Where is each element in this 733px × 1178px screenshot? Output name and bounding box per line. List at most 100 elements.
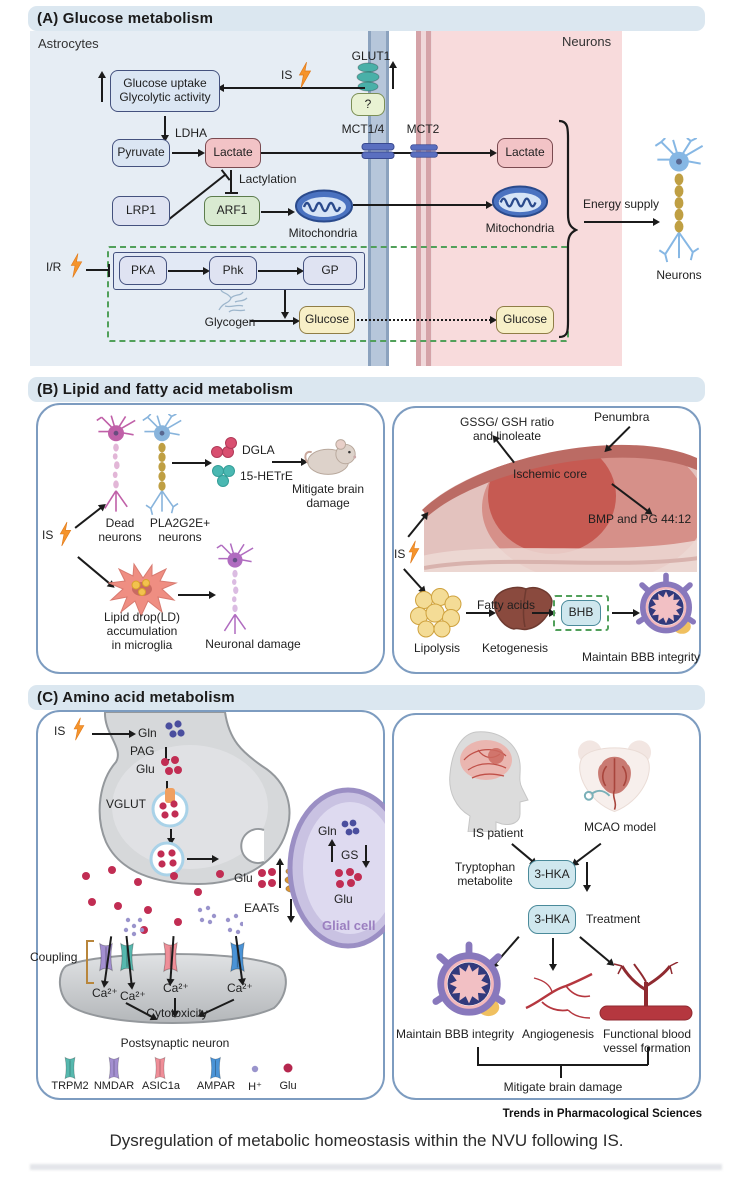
glu-legend-label: Glu — [279, 1080, 297, 1092]
dots-mouse-arrow — [272, 461, 302, 463]
lrp1-box: LRP1 — [112, 196, 170, 226]
pyruvate-box: Pyruvate — [112, 139, 170, 167]
neuron-illustration — [645, 138, 713, 266]
coupling-label: Coupling — [30, 950, 78, 964]
glu-label: Glu — [136, 762, 155, 776]
h-ion-legend-label: H⁺ — [248, 1081, 262, 1093]
trpm2-legend-label: TRPM2 — [51, 1080, 89, 1092]
panel-a-header: (A) Glucose metabolism — [28, 6, 705, 31]
neuron-membrane — [416, 31, 432, 366]
neurons-region-label: Neurons — [562, 34, 612, 49]
released-glu-dots — [82, 866, 243, 937]
eaats-label: EAATs — [244, 901, 280, 915]
liver-bhb-arrow — [532, 612, 550, 614]
pla2g2e-neuron-icon — [138, 410, 186, 522]
nmdar-legend-label: NMDAR — [93, 1080, 135, 1092]
phk-gp-arrow — [258, 270, 298, 272]
panel-b-header: (B) Lipid and fatty acid metabolism — [28, 377, 705, 402]
is-gln-arrow — [92, 733, 130, 735]
mitochondria-astro-icon — [294, 188, 354, 224]
energy-brace — [558, 119, 578, 339]
gs-up-arrow — [331, 845, 333, 862]
is-label-b-left: IS — [42, 528, 54, 542]
pag-label: PAG — [130, 744, 155, 758]
vesicle-arrow — [170, 829, 172, 839]
ldha-label: LDHA — [174, 126, 207, 140]
lactate-astro-box: Lactate — [205, 138, 261, 168]
lipolysis-label: Lipolysis — [413, 641, 461, 655]
bmp-pg-label: BMP and PG 44:12 — [588, 512, 692, 526]
figure-caption: Dysregulation of metabolic homeostasis w… — [109, 1131, 624, 1150]
mct14-transporter-icon — [360, 142, 396, 160]
is-to-uptake-arrow — [223, 87, 365, 89]
vesicle-icon — [151, 788, 189, 828]
dgla-dots-icon — [211, 437, 237, 458]
postsynaptic-neuron-shape — [58, 953, 287, 1024]
panel-b-left — [36, 403, 385, 674]
coupling-bracket — [86, 940, 94, 984]
hka-box-2: 3-HKA — [528, 905, 576, 934]
mitigate-brain-damage-label: Mitigate brain damage — [291, 482, 365, 511]
h-ion-legend-icon — [251, 1065, 259, 1073]
maintain-bbb-label-b: Maintain BBB integrity — [582, 650, 701, 664]
fat-liver-arrow — [466, 612, 490, 614]
mitigate-label-c: Mitigate brain damage — [503, 1080, 623, 1094]
panel-c-title: (C) Amino acid metabolism — [37, 689, 235, 706]
cytotoxicity-arrow — [174, 998, 176, 1012]
summary-bracket — [477, 1047, 479, 1065]
energy-supply-arrow — [584, 221, 654, 223]
glycogen-label: Glycogen — [204, 315, 256, 329]
gln-glial-label: Gln — [318, 824, 337, 838]
postsynaptic-neuron-label: Postsynaptic neuron — [120, 1036, 230, 1050]
neurons-dots-arrow — [172, 462, 206, 464]
glial-cell-label: Glial cell — [322, 918, 376, 933]
lightning-bolt-icon — [69, 252, 84, 279]
hka-box-1: 3-HKA — [528, 860, 576, 889]
hka-down-arrow — [586, 862, 588, 886]
summary-bracket — [647, 1047, 649, 1065]
nmdar-legend-icon — [106, 1056, 122, 1080]
hetre-label: 15-HETrE — [240, 469, 293, 483]
bhb-dashed-box — [553, 595, 609, 631]
is-label-c: IS — [54, 724, 66, 738]
glu-up-arrow — [279, 864, 281, 888]
penumbra-label: Penumbra — [594, 410, 650, 424]
pag-arrow — [165, 747, 167, 760]
eaats-down-arrow — [290, 899, 292, 917]
lightning-bolt-icon — [407, 539, 421, 565]
vglut-label: VGLUT — [106, 797, 147, 811]
unknown-transporter-box: ? — [351, 93, 385, 116]
mito-transfer-arrow — [353, 204, 487, 206]
glial-cell-shape — [287, 787, 385, 949]
up-arrow — [101, 77, 103, 102]
journal-name: Trends in Pharmacological Sciences — [502, 1108, 702, 1120]
cytotoxicity-label: Cytotoxicity — [146, 1006, 208, 1020]
lightning-bolt-icon — [72, 716, 86, 742]
damaged-neuron-icon — [210, 542, 260, 640]
ir-inhibit-line — [86, 264, 110, 275]
mouse-icon — [303, 436, 361, 478]
ischemic-core-label: Ischemic core — [513, 467, 588, 481]
ca-label: Ca²⁺ — [120, 989, 146, 1003]
gln-label: Gln — [138, 726, 157, 740]
angiogenesis-label: Angiogenesis — [521, 1027, 595, 1041]
asic1a-legend-label: ASIC1a — [142, 1080, 180, 1092]
fatty-acids-label: Fatty acids — [477, 598, 536, 612]
bhb-box: BHB — [561, 600, 601, 626]
astrocytes-label: Astrocytes — [38, 36, 99, 51]
mct2-label: MCT2 — [406, 122, 440, 136]
glucose-transfer-dotted-arrow — [357, 316, 497, 324]
lightning-bolt-icon — [58, 520, 73, 548]
mcao-model-icon — [572, 738, 657, 816]
tryptophan-label: Tryptophan metabolite — [454, 860, 516, 889]
functional-vessel-icon — [598, 962, 694, 1024]
bhb-bbb-arrow — [612, 612, 634, 614]
glycogen-glucose-arrow — [250, 320, 294, 322]
ampar-legend-icon — [207, 1056, 224, 1080]
panel-a-title: (A) Glucose metabolism — [37, 10, 214, 27]
dead-neurons-label: Dead neurons — [98, 516, 142, 545]
hetre-dots-icon — [212, 465, 235, 487]
gs-label: GS — [341, 848, 359, 862]
vesicle-icon — [149, 841, 185, 877]
